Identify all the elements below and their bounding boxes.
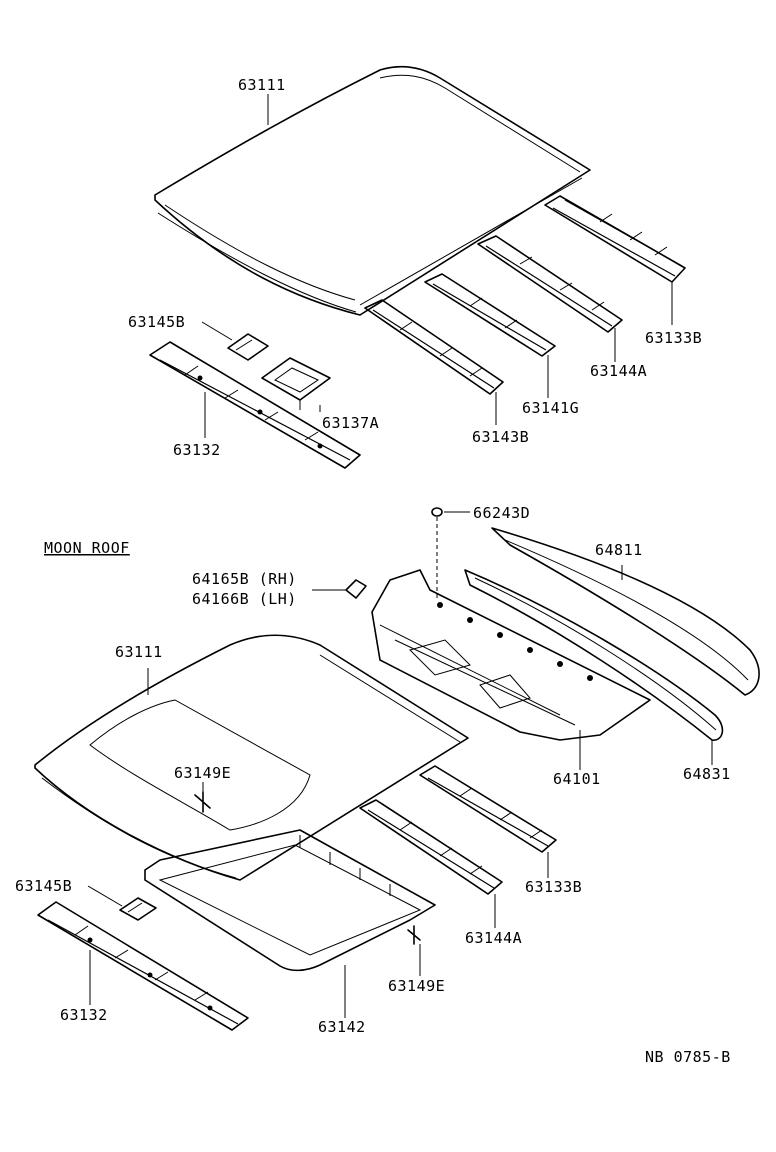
screw-63149e-upper — [194, 782, 211, 813]
label-bow-63143b-top: 63143B — [472, 428, 529, 446]
label-bracket-top: 63137A — [322, 414, 379, 432]
label-bow-63144a-top: 63144A — [590, 362, 647, 380]
rear-rail-top — [544, 195, 686, 283]
rear-rail-moonroof — [419, 765, 557, 853]
label-front-header-top: 63132 — [173, 441, 221, 459]
screw-63149e-lower — [407, 925, 421, 945]
section-title: MOON ROOF — [44, 539, 130, 557]
reinforcement-moonroof — [119, 897, 157, 921]
label-roof-panel-moonroof: 63111 — [115, 643, 163, 661]
label-bow-63141g-top: 63141G — [522, 399, 579, 417]
back-panel — [371, 569, 651, 741]
label-reinforcement-moonroof: 63145B — [15, 877, 72, 895]
hinge — [312, 579, 367, 599]
clip-66243d — [431, 507, 470, 600]
label-back-panel: 64101 — [553, 770, 601, 788]
back-trim — [464, 569, 724, 741]
bow-63141g-top — [424, 273, 556, 357]
front-header-top — [149, 341, 361, 469]
label-rear-rail-moonroof: 63133B — [525, 878, 582, 896]
label-roof-panel-top: 63111 — [238, 76, 286, 94]
bow-63143b-top — [364, 299, 504, 395]
bow-moonroof — [359, 799, 503, 895]
label-hinge-rh: 64165B (RH) — [192, 570, 297, 588]
label-front-header-moonroof: 63132 — [60, 1006, 108, 1024]
label-clip: 66243D — [473, 504, 530, 522]
label-screw-upper: 63149E — [174, 764, 231, 782]
roof-panel-top — [154, 65, 591, 316]
roof-panel-moonroof — [34, 634, 469, 881]
back-glass — [491, 527, 760, 696]
label-reinforcement-top: 63145B — [128, 313, 185, 331]
reinforcement-top — [227, 333, 269, 361]
drawing-code: NB 0785-B — [645, 1048, 731, 1066]
label-screw-lower: 63149E — [388, 977, 445, 995]
label-back-trim: 64831 — [683, 765, 731, 783]
sunroof-housing — [144, 829, 436, 972]
front-header-moonroof — [37, 901, 249, 1031]
label-bow-moonroof: 63144A — [465, 929, 522, 947]
label-rear-rail-top: 63133B — [645, 329, 702, 347]
bracket-top — [261, 357, 331, 410]
label-hinge-lh: 64166B (LH) — [192, 590, 297, 608]
bow-63144a-top — [477, 235, 623, 333]
label-sunroof-housing: 63142 — [318, 1018, 366, 1036]
label-back-glass: 64811 — [595, 541, 643, 559]
